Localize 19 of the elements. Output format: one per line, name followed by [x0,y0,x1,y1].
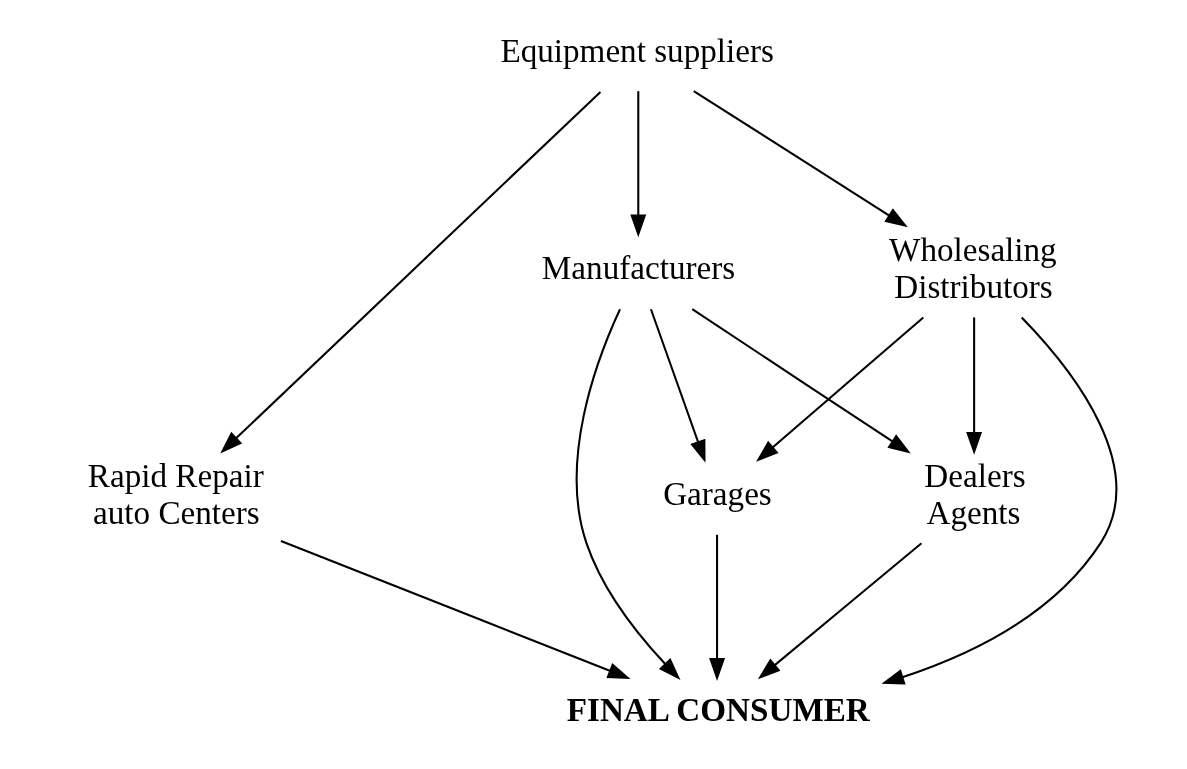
arrow [965,317,982,455]
arrow [691,308,911,454]
arrow [649,308,705,463]
arrow [219,91,601,454]
node-text: FINAL CONSUMER [566,690,870,728]
arrow [280,540,631,679]
node-text: Equipment suppliers [499,31,774,69]
arrow [692,90,908,228]
node-text: Dealers Agents [923,456,1026,532]
arrow [755,316,924,462]
arrow [629,91,646,238]
node-text: Manufacturers [541,249,735,287]
node-text: Garages [662,475,772,513]
node-text: Rapid Repair auto Centers [87,456,264,532]
arrow [708,534,725,681]
arrow [880,316,1117,685]
arrow [757,542,922,680]
arrow [575,308,680,680]
node-text: Wholesaling Distributors [888,230,1057,306]
